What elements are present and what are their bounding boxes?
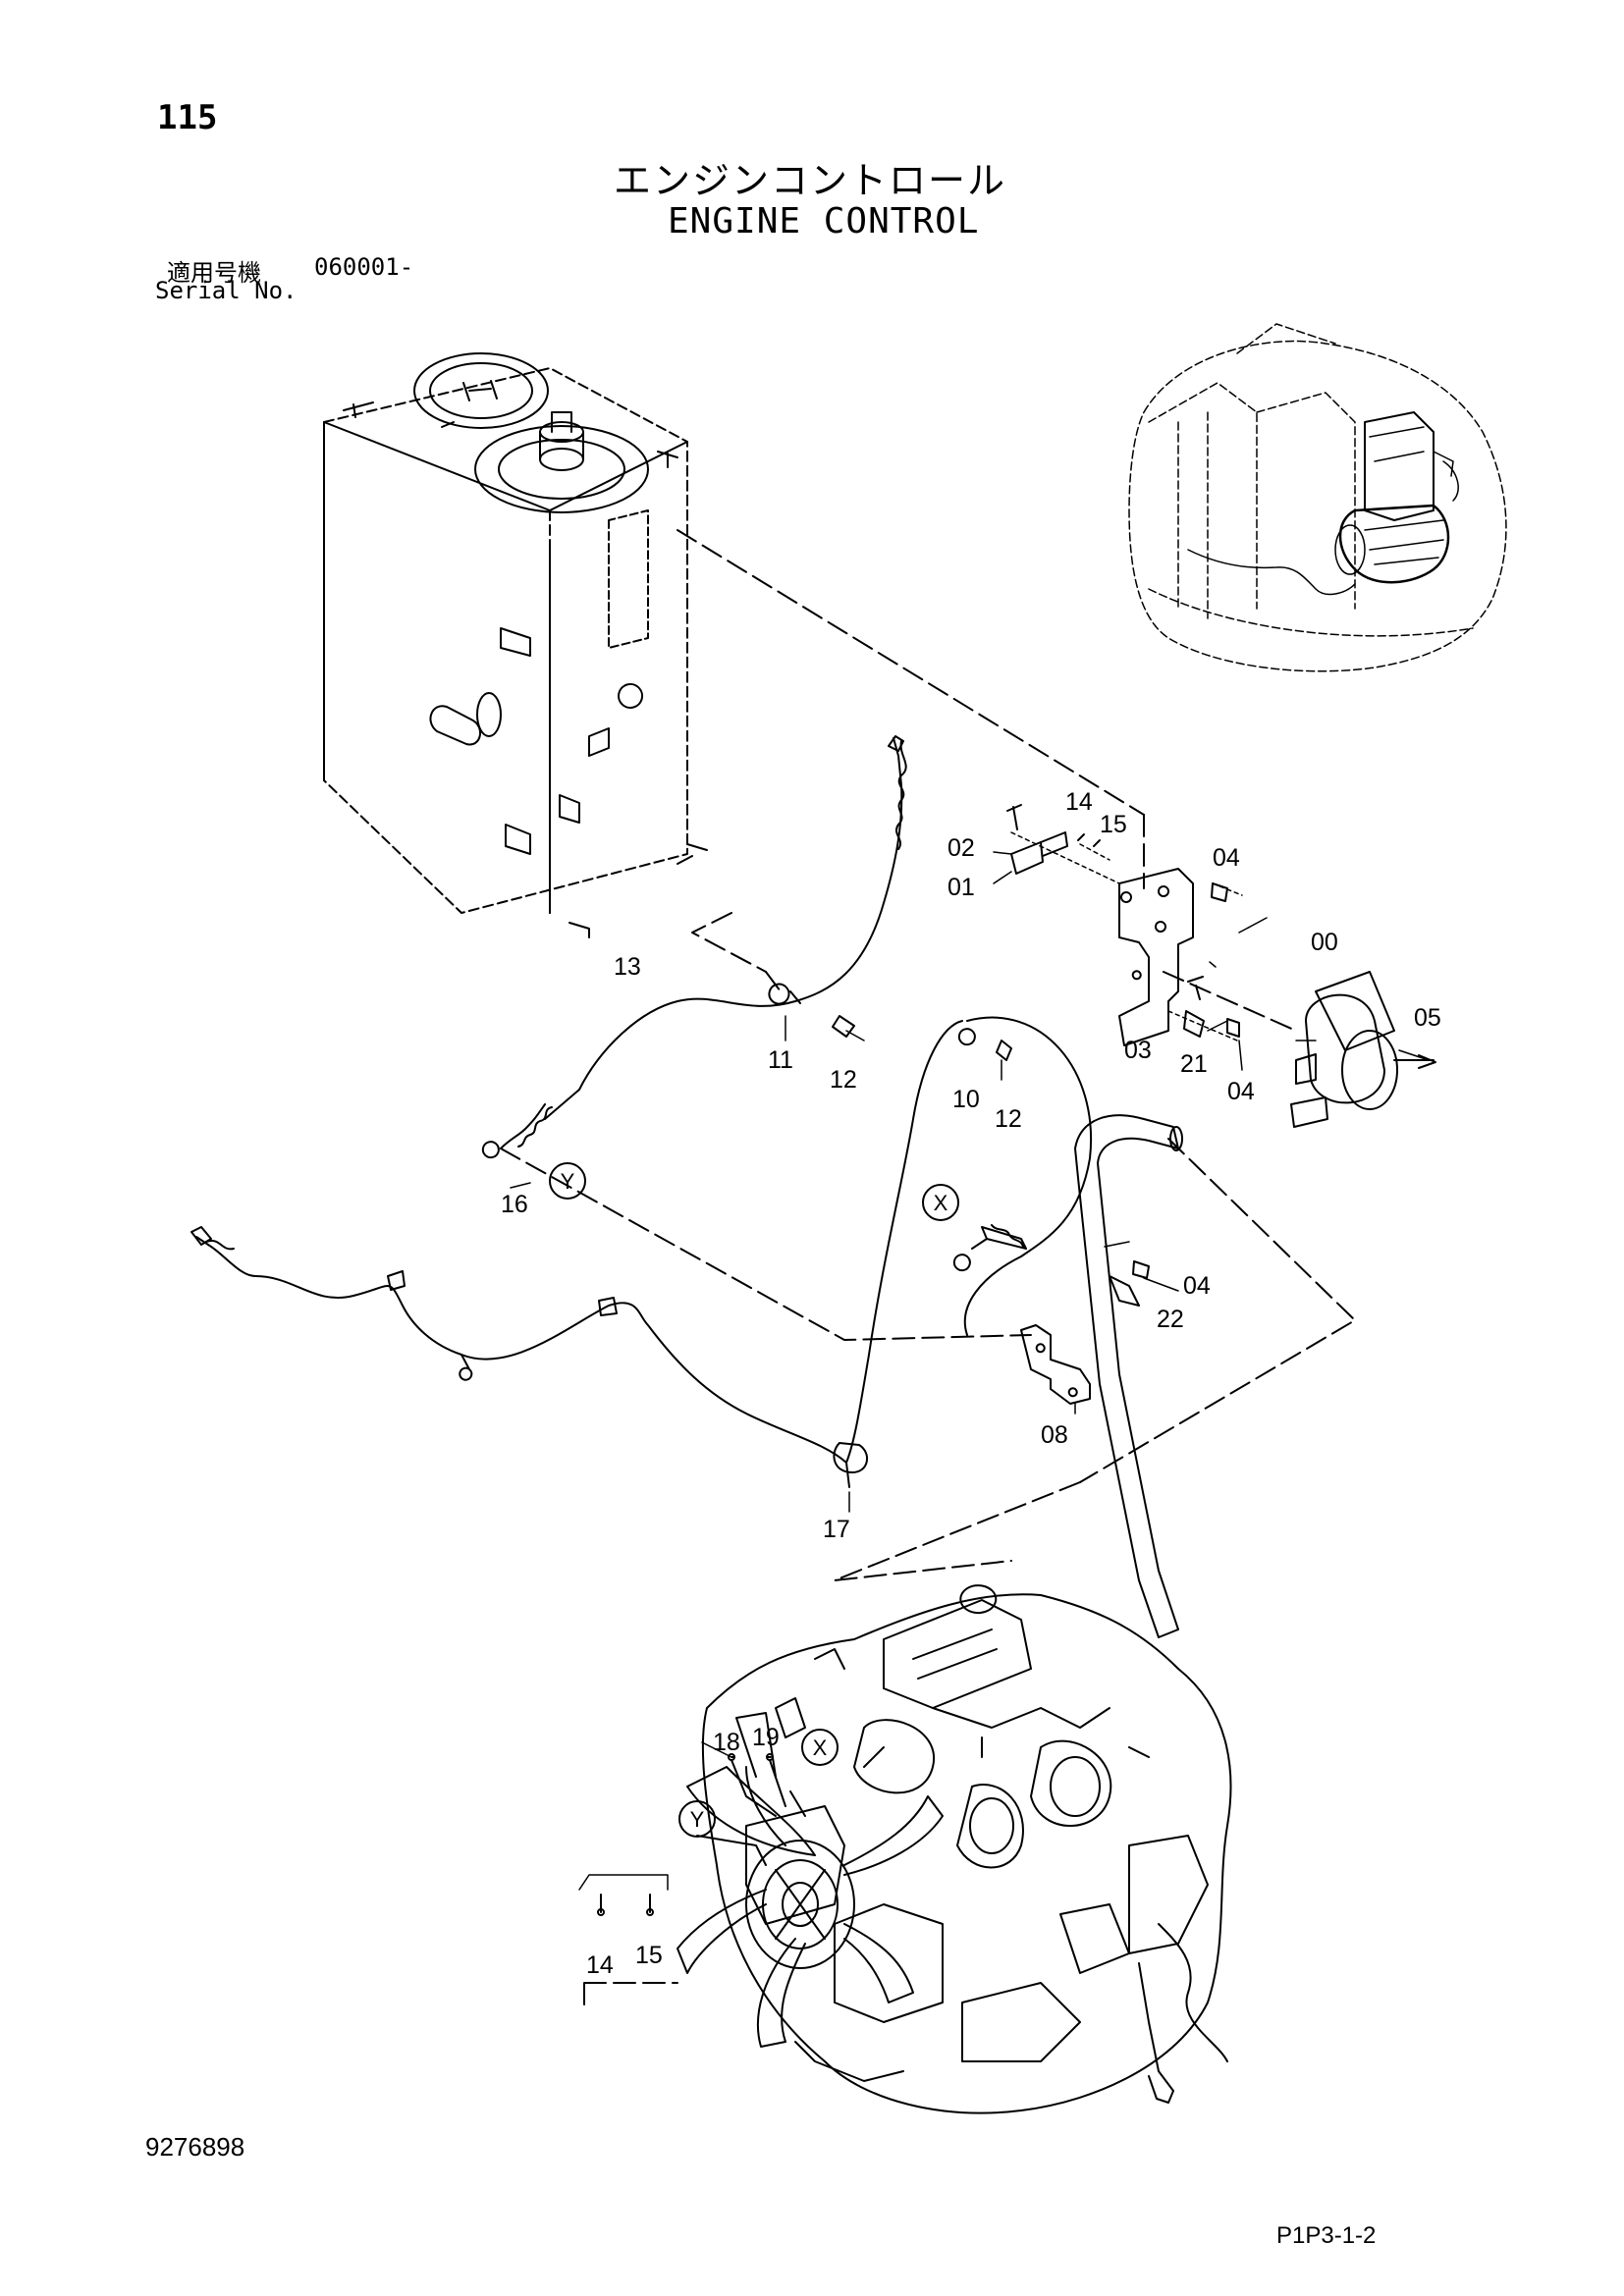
callout-12-upper: 12 [830, 1066, 857, 1094]
callout-22: 22 [1157, 1306, 1184, 1333]
callout-14-bracket: 14 [1065, 788, 1093, 816]
reference-circle-x-middle [922, 1184, 959, 1221]
exhaust-pipe [1074, 1114, 1183, 1638]
callout-15-bracket: 15 [1100, 811, 1127, 838]
callout-04-pipe: 04 [1183, 1272, 1211, 1300]
governor-motor [1183, 971, 1436, 1128]
callout-leaders [510, 851, 1430, 1891]
page-number: 115 [157, 98, 218, 137]
leader-lines [500, 529, 1356, 2013]
reference-mark-y-engine: Y [690, 1807, 705, 1832]
reference-circle-x-engine [801, 1729, 839, 1766]
engine-fasteners [597, 1753, 806, 1916]
engine-illustration [701, 1584, 1232, 2114]
reference-mark-x-engine: X [813, 1735, 828, 1760]
callout-03: 03 [1124, 1037, 1152, 1064]
control-cable-13 [481, 735, 907, 1159]
reference-circle-y-upper [549, 1162, 586, 1200]
callout-21: 21 [1180, 1050, 1208, 1078]
serial-number-value: 060001- [314, 253, 414, 281]
callout-11: 11 [768, 1046, 793, 1074]
cooling-fan [677, 1712, 944, 2048]
callout-13: 13 [614, 953, 641, 981]
callout-17: 17 [823, 1516, 850, 1543]
page-code: P1P3-1-2 [1276, 2222, 1377, 2249]
control-cable-lower [845, 1016, 1093, 1464]
callout-08: 08 [1041, 1421, 1068, 1449]
title-english: ENGINE CONTROL [668, 201, 980, 241]
serial-label-japanese: 適用号機 [167, 259, 261, 287]
reference-mark-y-upper: Y [561, 1169, 575, 1194]
reference-circle-y-engine [678, 1800, 716, 1838]
title-japanese: エンジンコントロール [614, 159, 1007, 202]
bracket-08 [1020, 1260, 1150, 1405]
callout-04-bracket: 04 [1213, 844, 1240, 872]
callout-18: 18 [713, 1729, 740, 1756]
callout-05: 05 [1414, 1004, 1441, 1032]
callout-14-engine: 14 [586, 1951, 614, 1979]
callout-10: 10 [952, 1086, 980, 1113]
callout-04-motor: 04 [1227, 1078, 1255, 1105]
callout-19: 19 [752, 1724, 780, 1751]
excavator-inset [1128, 323, 1507, 672]
tank-illustration [323, 352, 708, 938]
hardware-leaders [1010, 831, 1243, 1041]
document-number: 9276898 [145, 2132, 245, 2162]
reference-mark-x-middle: X [934, 1191, 948, 1215]
callout-12-lower: 12 [995, 1105, 1022, 1133]
callout-15-engine: 15 [635, 1942, 663, 1969]
callout-16: 16 [501, 1191, 528, 1218]
serial-label-english: Serial No. [155, 277, 298, 304]
bracket-assembly [1006, 804, 1228, 1046]
wire-harness [190, 1226, 868, 1488]
callout-00: 00 [1311, 929, 1338, 956]
callout-01: 01 [947, 874, 975, 901]
callout-02: 02 [947, 834, 975, 862]
